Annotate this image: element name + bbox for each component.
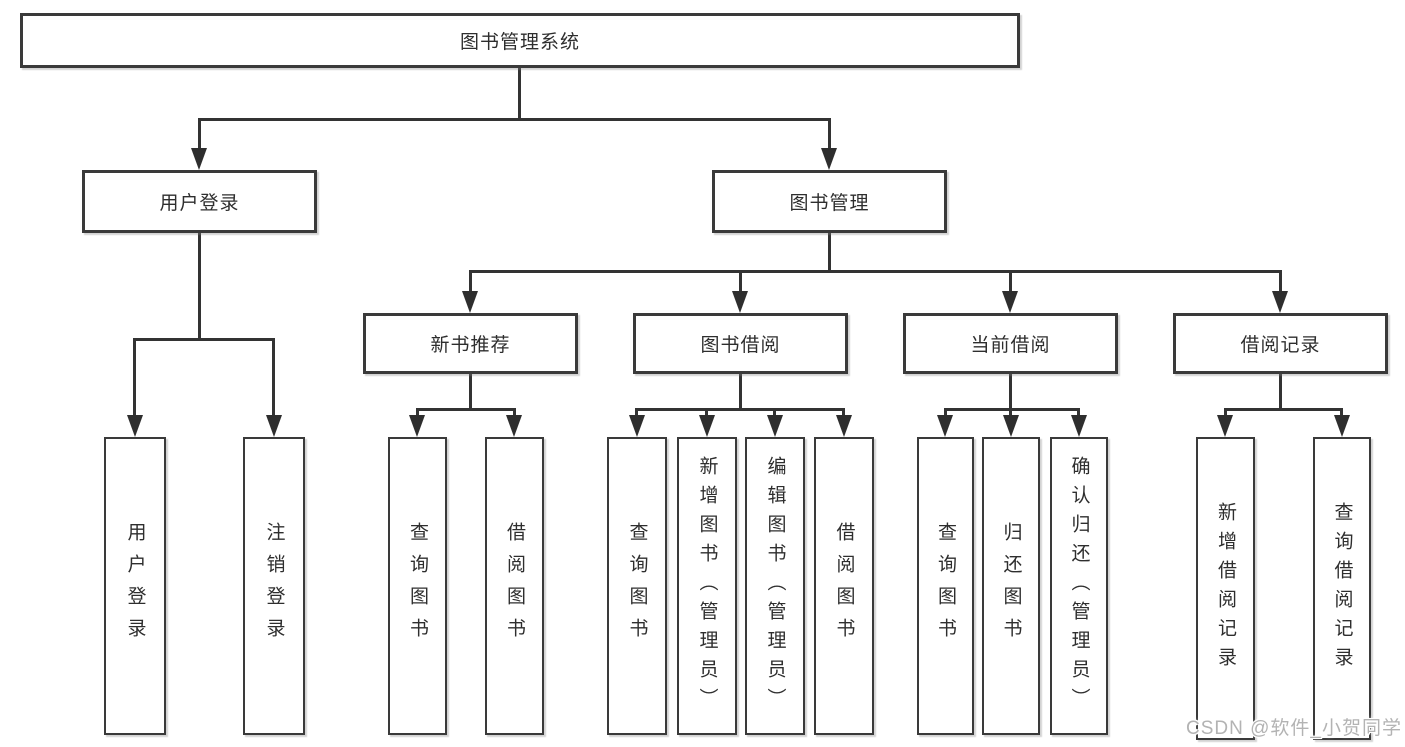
leaf-query-books-3: 查询图书 bbox=[917, 437, 974, 735]
connector-line bbox=[469, 270, 1282, 273]
node-label: 归还图书 bbox=[1000, 522, 1022, 650]
arrow-down-icon bbox=[937, 415, 953, 437]
node-label: 借阅记录 bbox=[1240, 335, 1321, 356]
leaf-return-books: 归还图书 bbox=[982, 437, 1040, 735]
connector-line bbox=[1279, 270, 1282, 293]
node-label: 借阅图书 bbox=[833, 522, 855, 650]
node-library-system: 图书管理系统 bbox=[20, 13, 1020, 68]
node-label: 查询图书 bbox=[407, 522, 428, 650]
leaf-query-books-1: 查询图书 bbox=[388, 437, 447, 735]
connector-line bbox=[133, 338, 275, 341]
connector-line bbox=[513, 408, 516, 418]
connector-line bbox=[1340, 408, 1343, 418]
leaf-query-books-2: 查询图书 bbox=[607, 437, 667, 735]
node-current-borrow: 当前借阅 bbox=[903, 313, 1118, 374]
arrow-down-icon bbox=[1217, 415, 1233, 437]
node-label: 新书推荐 bbox=[430, 335, 511, 356]
node-new-book-recommend: 新书推荐 bbox=[363, 313, 578, 374]
arrow-down-icon bbox=[1003, 415, 1019, 437]
connector-line bbox=[198, 118, 831, 121]
connector-line bbox=[828, 233, 831, 270]
leaf-borrow-books-2: 借阅图书 bbox=[814, 437, 874, 735]
node-label: 借阅图书 bbox=[504, 522, 525, 650]
leaf-user-login: 用户登录 bbox=[104, 437, 166, 735]
node-label: 新增借阅记录 bbox=[1215, 501, 1236, 676]
connector-line bbox=[944, 408, 947, 418]
connector-line bbox=[1009, 270, 1012, 293]
node-user-login: 用户登录 bbox=[82, 170, 317, 233]
arrow-down-icon bbox=[629, 415, 645, 437]
connector-line bbox=[1224, 408, 1227, 418]
connector-line bbox=[773, 408, 776, 418]
arrow-down-icon bbox=[699, 415, 715, 437]
connector-line bbox=[842, 408, 845, 418]
arrow-down-icon bbox=[1002, 291, 1018, 313]
connector-line bbox=[1009, 408, 1012, 418]
node-label: 当前借阅 bbox=[970, 335, 1051, 356]
node-label: 编辑图书（管理员） bbox=[764, 455, 786, 717]
connector-line bbox=[739, 270, 742, 293]
arrow-down-icon bbox=[266, 415, 282, 437]
arrow-down-icon bbox=[1272, 291, 1288, 313]
connector-line bbox=[272, 338, 275, 418]
arrow-down-icon bbox=[767, 415, 783, 437]
connector-line bbox=[635, 408, 638, 418]
node-label: 图书借阅 bbox=[700, 335, 781, 356]
node-label: 确认归还（管理员） bbox=[1068, 455, 1090, 717]
node-book-management: 图书管理 bbox=[712, 170, 947, 233]
connector-line bbox=[705, 408, 708, 418]
arrow-down-icon bbox=[732, 291, 748, 313]
arrow-down-icon bbox=[127, 415, 143, 437]
connector-line bbox=[416, 408, 516, 411]
leaf-logout: 注销登录 bbox=[243, 437, 305, 735]
arrow-down-icon bbox=[462, 291, 478, 313]
connector-line bbox=[1224, 408, 1343, 411]
csdn-watermark: CSDN @软件_小贺同学 bbox=[1186, 718, 1402, 739]
leaf-query-borrow-record: 查询借阅记录 bbox=[1313, 437, 1371, 740]
arrow-down-icon bbox=[1334, 415, 1350, 437]
leaf-borrow-books-1: 借阅图书 bbox=[485, 437, 544, 735]
leaf-confirm-return-admin: 确认归还（管理员） bbox=[1050, 437, 1108, 735]
leaf-edit-book-admin: 编辑图书（管理员） bbox=[745, 437, 805, 735]
connector-line bbox=[1077, 408, 1080, 418]
leaf-add-borrow-record: 新增借阅记录 bbox=[1196, 437, 1255, 740]
connector-line bbox=[828, 118, 831, 152]
connector-line bbox=[518, 68, 521, 118]
connector-line bbox=[739, 374, 742, 408]
arrow-down-icon bbox=[409, 415, 425, 437]
connector-line bbox=[469, 270, 472, 293]
connector-line bbox=[469, 374, 472, 408]
node-label: 图书管理 bbox=[789, 193, 870, 214]
connector-line bbox=[1279, 374, 1282, 408]
connector-line bbox=[635, 408, 844, 411]
node-borrow-records: 借阅记录 bbox=[1173, 313, 1388, 374]
arrow-down-icon bbox=[506, 415, 522, 437]
node-book-borrow: 图书借阅 bbox=[633, 313, 848, 374]
arrow-down-icon bbox=[1071, 415, 1087, 437]
node-label: 新增图书（管理员） bbox=[696, 455, 718, 717]
connector-line bbox=[416, 408, 419, 418]
node-label: 图书管理系统 bbox=[459, 32, 580, 53]
node-label: 查询图书 bbox=[935, 522, 956, 650]
connector-line bbox=[1009, 374, 1012, 408]
arrow-down-icon bbox=[821, 148, 837, 170]
node-label: 查询图书 bbox=[626, 522, 648, 650]
connector-line bbox=[198, 233, 201, 338]
arrow-down-icon bbox=[191, 148, 207, 170]
connector-line bbox=[944, 408, 1080, 411]
node-label: 查询借阅记录 bbox=[1331, 501, 1353, 676]
connector-line bbox=[198, 118, 201, 152]
node-label: 用户登录 bbox=[124, 522, 146, 650]
arrow-down-icon bbox=[836, 415, 852, 437]
connector-line bbox=[133, 338, 136, 418]
node-label: 用户登录 bbox=[159, 193, 240, 214]
leaf-add-book-admin: 新增图书（管理员） bbox=[677, 437, 737, 735]
node-label: 注销登录 bbox=[263, 522, 285, 650]
